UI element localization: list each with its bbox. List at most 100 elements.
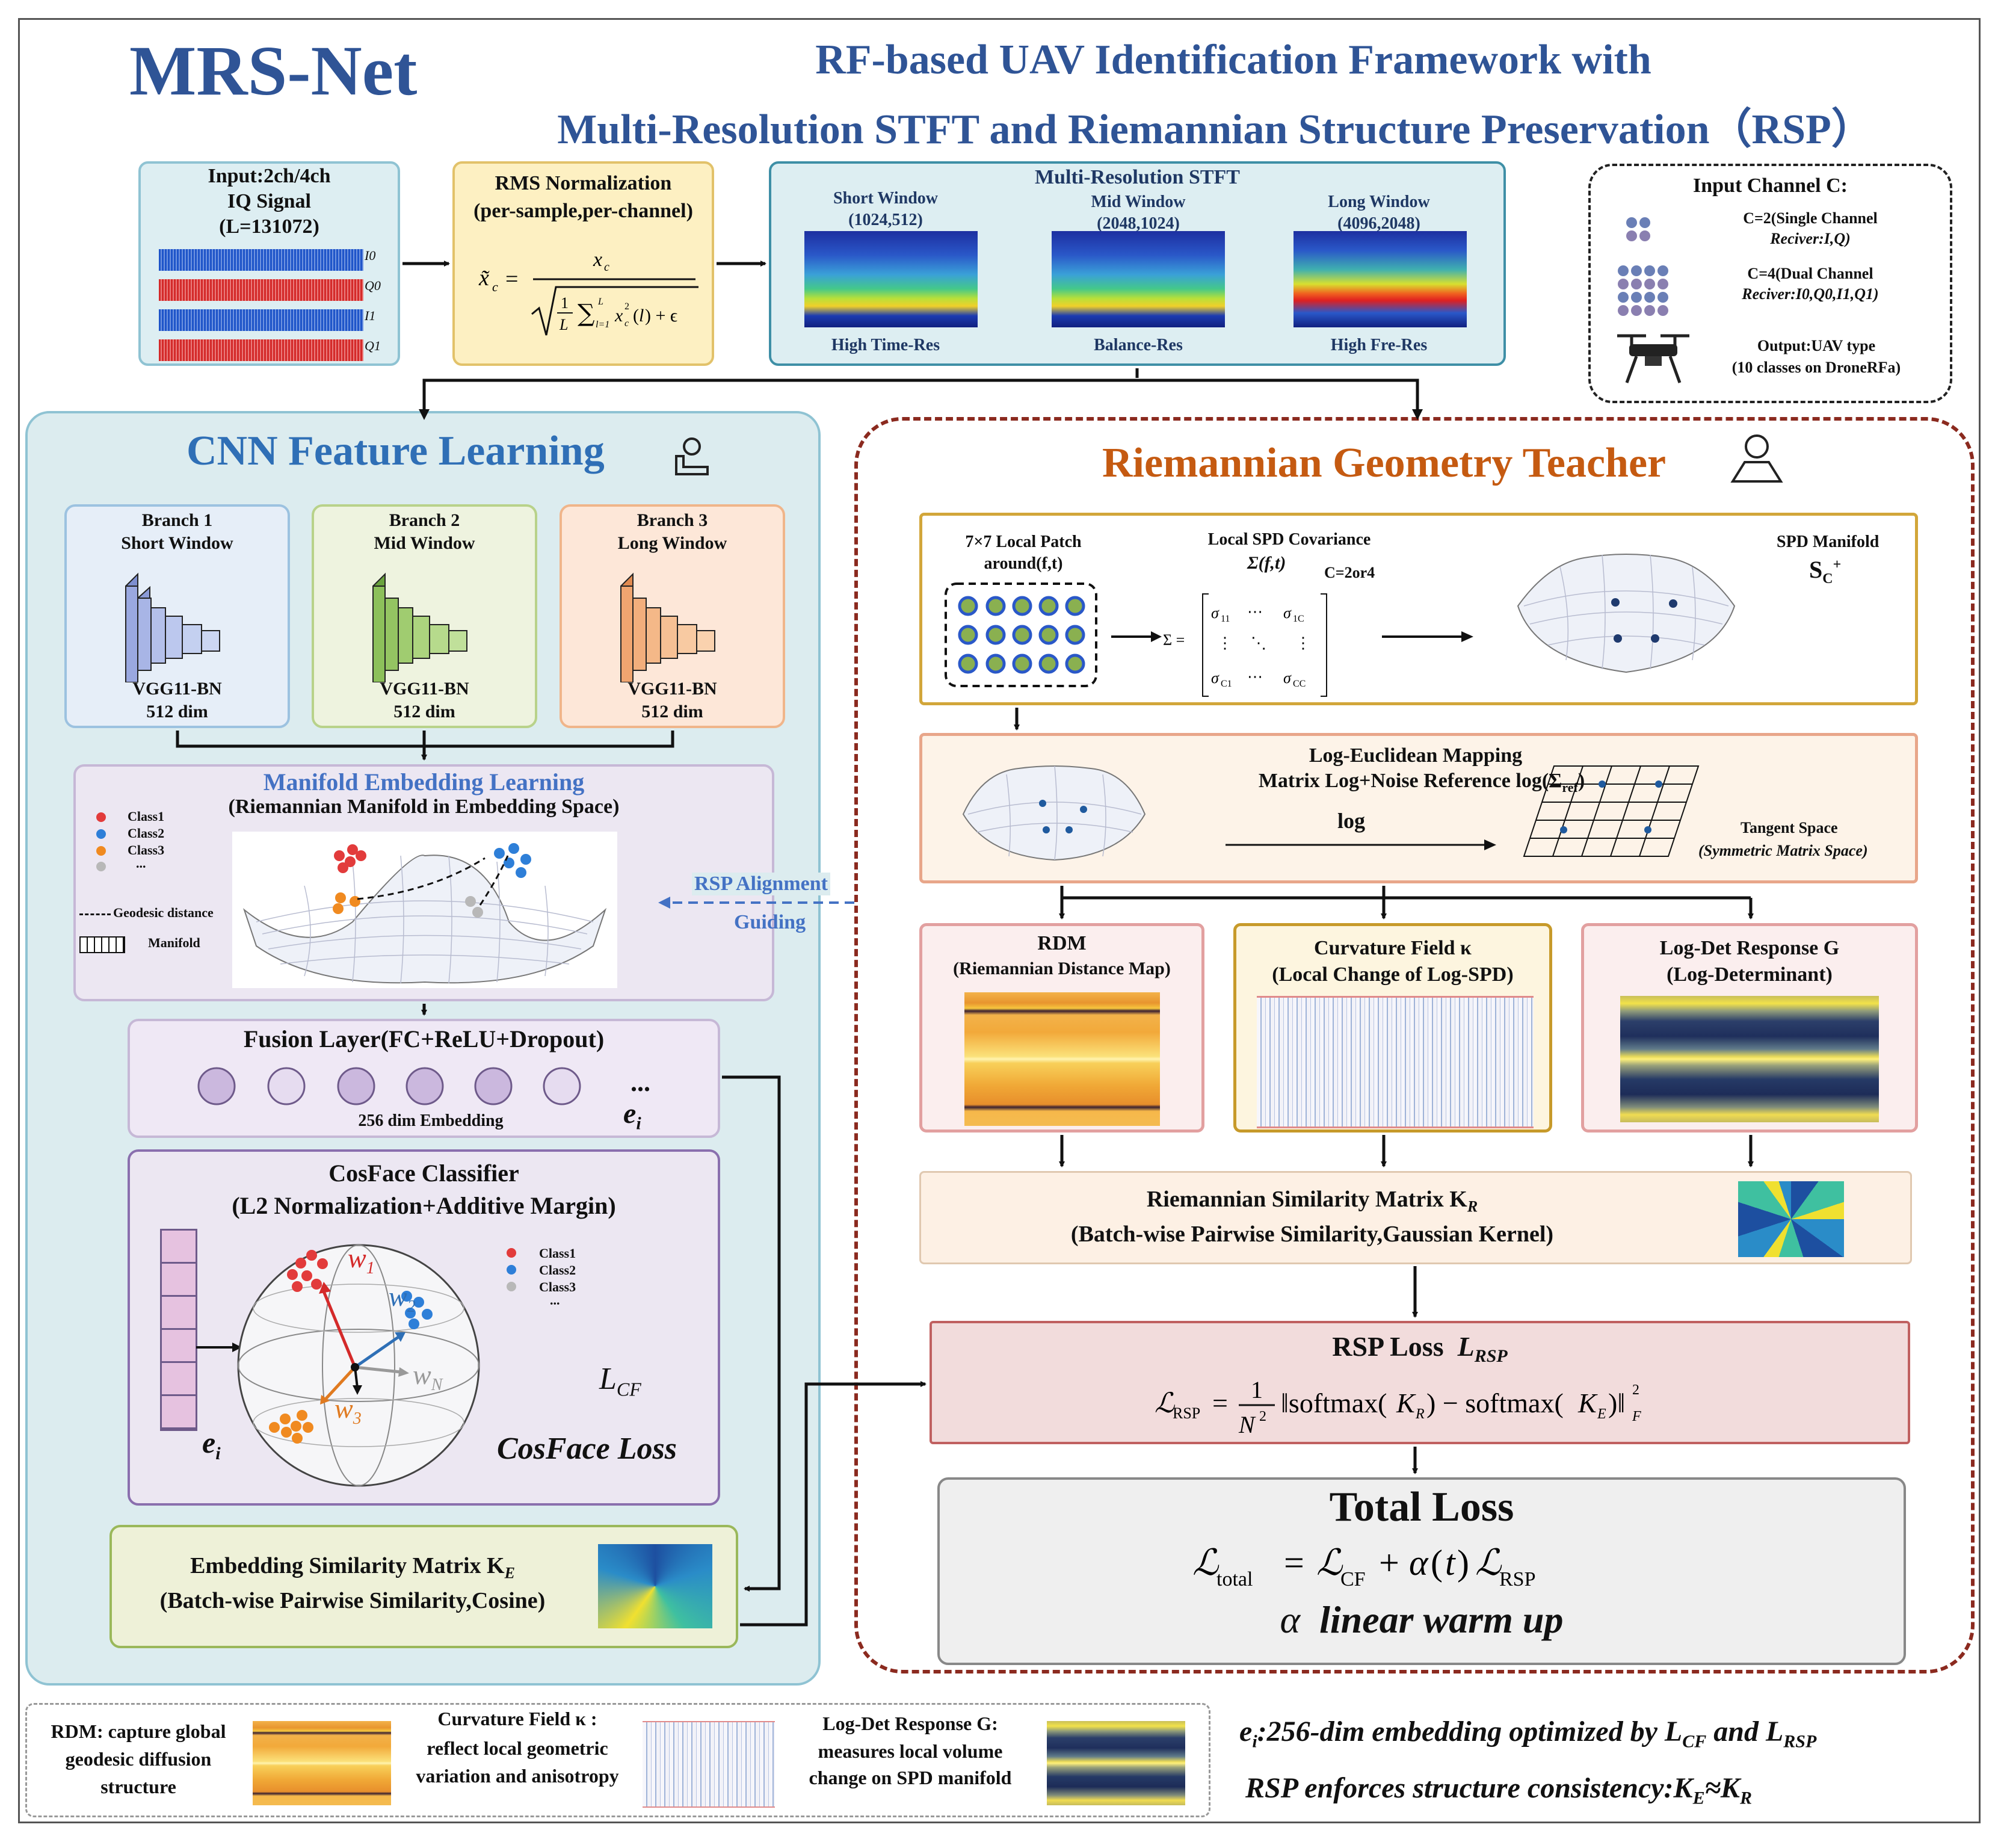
- log-euclid-subtitle: Matrix Log+Noise Reference log(Σref): [1258, 770, 1585, 795]
- branch-2-box: Branch 2 Mid Window VGG11-BN 512 dim: [312, 504, 537, 728]
- c4-line-1: C=4(Dual Channel: [1747, 265, 1873, 282]
- svg-text:c: c: [624, 318, 629, 329]
- spd-manifold-surface: [1517, 554, 1736, 673]
- branch-1-dim: 512 dim: [146, 702, 208, 722]
- manifold-title: Manifold Embedding Learning: [263, 768, 585, 796]
- svg-text:ℒ: ℒ: [1192, 1543, 1220, 1583]
- input-line-1: Input:2ch/4ch: [208, 165, 331, 187]
- branch-3-box: Branch 3 Long Window VGG11-BN 512 dim: [560, 504, 785, 728]
- manifold-label: Manifold: [148, 935, 200, 950]
- manifold-subtitle: (Riemannian Manifold in Embedding Space): [228, 796, 620, 818]
- svg-text:Σ =: Σ =: [1163, 631, 1185, 649]
- svg-text:∑: ∑: [578, 300, 595, 327]
- svg-text:): ): [1457, 1543, 1469, 1583]
- stft-mid-name: Mid Window: [1091, 193, 1186, 211]
- rsp-loss-title: RSP Loss LRSP: [1332, 1331, 1508, 1367]
- teacher-title: Riemannian Geometry Teacher: [1102, 440, 1667, 486]
- total-loss-warmup: α linear warm up: [1280, 1598, 1564, 1641]
- svg-text:ℒ: ℒ: [1155, 1388, 1175, 1418]
- svg-text:⋯: ⋯: [1247, 603, 1263, 620]
- total-loss-formula: ℒ total = ℒ CF + α ( t ) ℒ RSP: [1192, 1543, 1536, 1590]
- svg-text:σ: σ: [1283, 669, 1292, 687]
- geodesic-label: Geodesic distance: [113, 905, 214, 920]
- spd-covariance-box: 7×7 Local Patch around(f,t) Local SPD Co…: [919, 513, 1918, 705]
- branch-2-dim: 512 dim: [393, 702, 455, 722]
- cosface-title: CosFace Classifier: [328, 1160, 519, 1187]
- fusion-neurons: [197, 1067, 581, 1105]
- svg-text:N: N: [1238, 1411, 1256, 1438]
- svg-text:1: 1: [561, 294, 569, 312]
- footer-curv-desc-2: reflect local geometric variation and an…: [416, 1737, 619, 1787]
- svg-text:R: R: [1415, 1406, 1425, 1422]
- fusion-title: Fusion Layer(FC+ReLU+Dropout): [243, 1025, 605, 1052]
- svg-text:⋮: ⋮: [1217, 634, 1233, 652]
- curvature-box: Curvature Field κ (Local Change of Log-S…: [1233, 923, 1552, 1133]
- stft-mid-params: (2048,1024): [1097, 214, 1180, 233]
- w1-label: w1: [348, 1243, 375, 1278]
- svg-text:RSP: RSP: [1499, 1568, 1536, 1590]
- log-euclid-title: Log-Euclidean Mapping: [1309, 744, 1523, 767]
- riem-sim-line-1: Riemannian Similarity Matrix KR: [1146, 1187, 1478, 1216]
- cov-sigma: Σ(f,t): [1247, 553, 1286, 573]
- svg-text:c: c: [604, 261, 609, 274]
- rdm-line-2: (Riemannian Distance Map): [953, 959, 1171, 978]
- svg-text:σ: σ: [1211, 669, 1220, 687]
- stft-long-params: (4096,2048): [1337, 214, 1420, 233]
- user-icon: [675, 437, 709, 475]
- emb-sim-line-1: Embedding Similarity Matrix KE: [190, 1553, 515, 1582]
- iq-waveform-i1: [159, 309, 363, 331]
- manifold-surface: [232, 832, 617, 988]
- manifold-embedding-box: Manifold Embedding Learning (Riemannian …: [73, 764, 774, 1001]
- svg-text:total: total: [1216, 1568, 1253, 1590]
- svg-text:⋱: ⋱: [1251, 634, 1266, 652]
- patch-grid: [945, 583, 1097, 687]
- rdm-box: RDM (Riemannian Distance Map): [919, 923, 1204, 1133]
- svg-text:2: 2: [1259, 1409, 1266, 1424]
- rsp-loss-box: RSP Loss LRSP ℒ RSP = 1 N 2 ‖softmax( K …: [930, 1321, 1910, 1444]
- emb-sim-heatmap: [598, 1544, 712, 1628]
- logdet-line-2: (Log-Determinant): [1667, 963, 1833, 986]
- dots-c4-icon: [1618, 265, 1668, 316]
- c2-line-2: Reciver:I,Q): [1770, 230, 1851, 247]
- branch-3-model: VGG11-BN: [627, 679, 717, 699]
- svg-text:+: +: [1379, 1543, 1399, 1583]
- stft-title: Multi-Resolution STFT: [1035, 166, 1240, 188]
- drone-icon: [1617, 334, 1689, 383]
- tangent-line-1: Tangent Space: [1741, 819, 1838, 836]
- manifold-legend-class1: Class1: [128, 809, 165, 824]
- curv-line-2: (Local Change of Log-SPD): [1272, 963, 1514, 986]
- cosface-subtitle: (L2 Normalization+Additive Margin): [232, 1192, 616, 1219]
- svg-text:c: c: [492, 279, 498, 294]
- cosface-legend: [507, 1248, 516, 1291]
- cosface-ei: ei: [202, 1426, 221, 1463]
- log-manifold-surface: [962, 765, 1146, 861]
- patch-line-1: 7×7 Local Patch: [965, 533, 1082, 551]
- footer-logdet-heatmap: [1047, 1721, 1185, 1805]
- curvature-heatmap: [1257, 996, 1534, 1128]
- log-euclidean-box: Log-Euclidean Mapping Matrix Log+Noise R…: [919, 733, 1918, 883]
- rsp-loss-formula: ℒ RSP = 1 N 2 ‖softmax( K R ) − softmax(…: [1155, 1376, 1641, 1438]
- svg-text:⋮: ⋮: [1295, 634, 1311, 652]
- rms-subtitle: (per-sample,per-channel): [473, 200, 693, 222]
- brand-title: MRS-Net: [129, 31, 418, 110]
- svg-text:⋯: ⋯: [1247, 668, 1263, 685]
- stft-short-params: (1024,512): [848, 211, 923, 229]
- footer-rdm-heatmap: [253, 1721, 391, 1805]
- rdm-line-1: RDM: [1037, 932, 1087, 954]
- iq-waveform-i0: [159, 249, 363, 271]
- cosface-legend-class1: Class1: [539, 1246, 576, 1261]
- outer-frame: [18, 18, 1981, 1823]
- stft-long-spectrogram: [1294, 231, 1467, 327]
- c4-line-2: Reciver:I0,Q0,I1,Q1): [1742, 285, 1879, 303]
- ch-label-q1: Q1: [365, 338, 381, 353]
- stft-short-caption: High Time-Res: [831, 336, 940, 354]
- fusion-layer-box: Fusion Layer(FC+ReLU+Dropout) ... 256 di…: [128, 1019, 720, 1138]
- svg-text:) + ϵ: ) + ϵ: [645, 306, 677, 326]
- branch-2-window: Mid Window: [374, 533, 475, 553]
- lcf-label: LCF: [599, 1362, 641, 1400]
- manifold-legend-class3: Class3: [128, 842, 165, 858]
- footer-legend-box: [25, 1703, 1210, 1817]
- log-arrow: [1226, 839, 1496, 850]
- svg-text:F: F: [1632, 1409, 1641, 1424]
- title-line-1: RF-based UAV Identification Framework wi…: [815, 37, 1651, 83]
